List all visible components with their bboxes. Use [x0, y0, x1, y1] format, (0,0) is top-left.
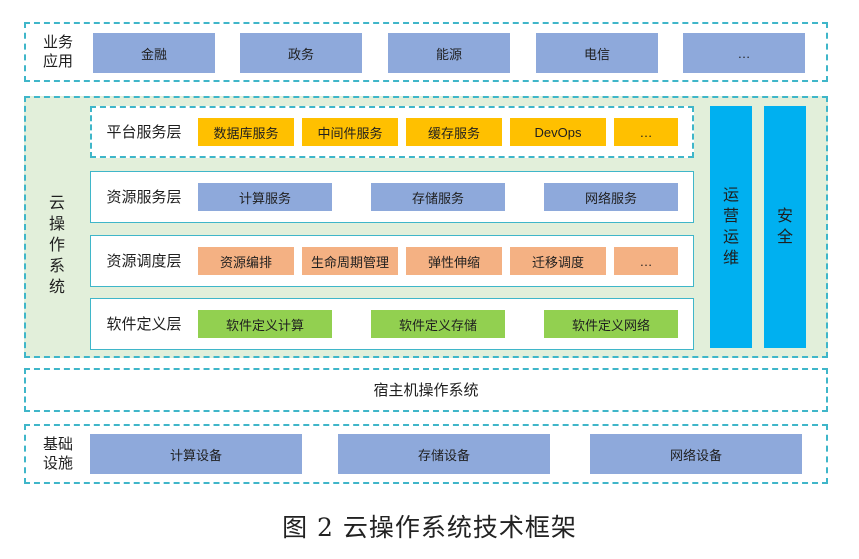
- host-os-section: [24, 368, 828, 412]
- business-item-more: …: [683, 33, 805, 73]
- sd-item-compute: 软件定义计算: [198, 310, 332, 338]
- security-bar: 安 全: [764, 106, 806, 348]
- resource-schedule-layer-label: 资源调度层: [106, 252, 182, 270]
- schedule-item-migration: 迁移调度: [510, 247, 606, 275]
- host-os-label: 宿主机操作系统: [373, 381, 479, 399]
- resource-service-layer-label: 资源服务层: [106, 188, 182, 206]
- figure-caption: 图 2 云操作系统技术框架: [282, 513, 577, 542]
- ops-maintenance-bar: 运 营 运 维: [710, 106, 752, 348]
- infra-item-compute: 计算设备: [90, 434, 302, 474]
- schedule-item-orchestration: 资源编排: [198, 247, 294, 275]
- resource-service-network: 网络服务: [544, 183, 678, 211]
- schedule-item-elastic: 弹性伸缩: [406, 247, 502, 275]
- sd-item-network: 软件定义网络: [544, 310, 678, 338]
- business-item-telecom: 电信: [536, 33, 658, 73]
- platform-item-devops: DevOps: [510, 118, 606, 146]
- platform-item-more: …: [614, 118, 678, 146]
- business-item-energy: 能源: [388, 33, 510, 73]
- platform-item-cache: 缓存服务: [406, 118, 502, 146]
- sd-item-storage: 软件定义存储: [371, 310, 505, 338]
- infra-item-network: 网络设备: [590, 434, 802, 474]
- infrastructure-label: 基础 设施: [42, 436, 73, 472]
- platform-item-database: 数据库服务: [198, 118, 294, 146]
- resource-service-storage: 存储服务: [371, 183, 505, 211]
- resource-service-compute: 计算服务: [198, 183, 332, 211]
- infra-item-storage: 存储设备: [338, 434, 550, 474]
- business-app-label: 业务 应用: [42, 34, 73, 70]
- infrastructure-section: [24, 424, 828, 484]
- platform-item-middleware: 中间件服务: [302, 118, 398, 146]
- cloud-os-label: 云 操 作 系 统: [48, 194, 65, 296]
- platform-layer-label: 平台服务层: [106, 123, 182, 141]
- schedule-item-lifecycle: 生命周期管理: [302, 247, 398, 275]
- business-app-section: [24, 22, 828, 82]
- schedule-item-more: …: [614, 247, 678, 275]
- software-defined-layer-label: 软件定义层: [106, 315, 182, 333]
- business-item-government: 政务: [240, 33, 362, 73]
- business-item-finance: 金融: [93, 33, 215, 73]
